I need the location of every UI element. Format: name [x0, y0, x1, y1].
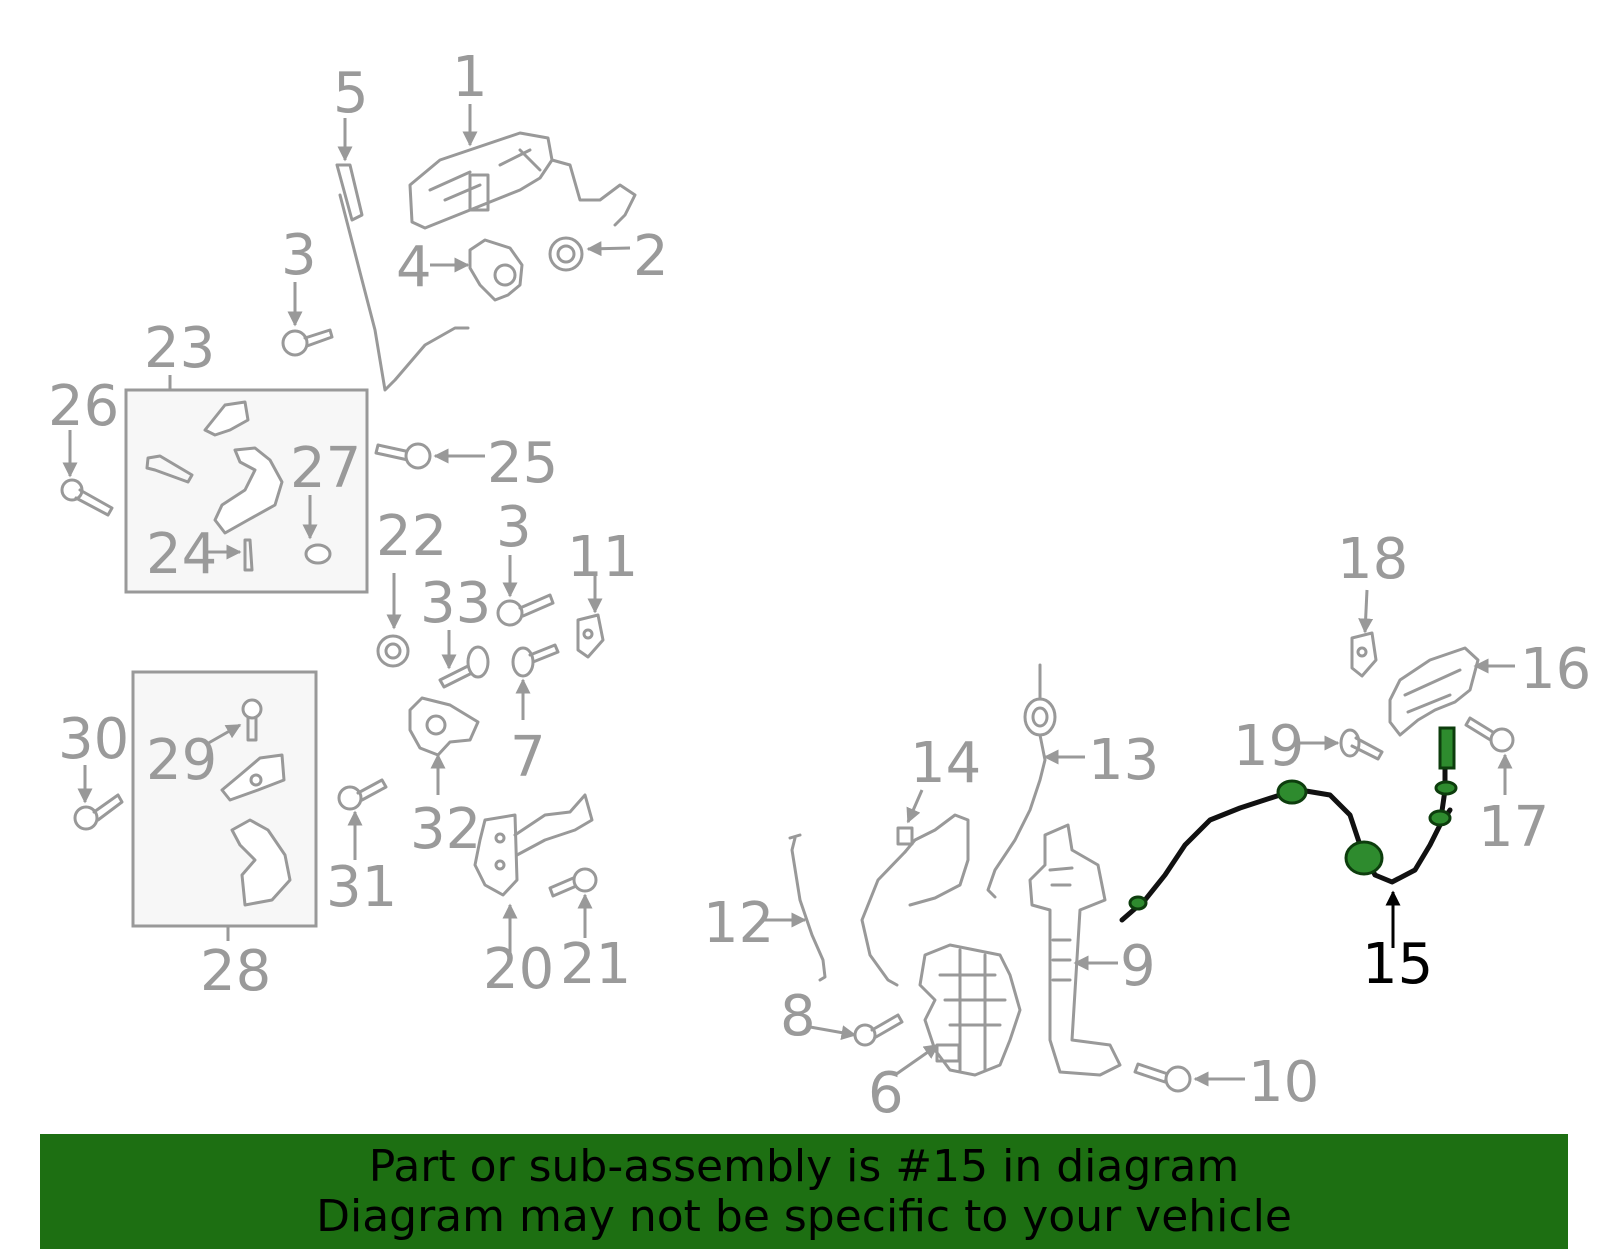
- part-1-handle-bracket[interactable]: [408, 131, 637, 230]
- part-2-nut[interactable]: [548, 236, 584, 272]
- part-23-hinge-assembly[interactable]: [145, 400, 332, 572]
- callout-25: 25: [487, 431, 558, 496]
- part-11-clip[interactable]: [576, 613, 605, 659]
- callout-22: 22: [376, 504, 447, 569]
- cable-fitting-5: [1434, 780, 1458, 796]
- callout-20: 20: [483, 937, 554, 1002]
- callout-13: 13: [1088, 728, 1159, 793]
- part-17-bolt[interactable]: [1464, 716, 1515, 753]
- callout-3-upper: 3: [281, 223, 317, 288]
- callout-16: 16: [1520, 637, 1591, 702]
- part-6-latch[interactable]: [918, 943, 1022, 1077]
- callout-14: 14: [910, 731, 981, 796]
- part-16-inside-handle[interactable]: [1388, 646, 1480, 737]
- part-15-release-cable[interactable]: [1119, 726, 1458, 923]
- cable-end-fitting: [1438, 726, 1456, 770]
- callout-31: 31: [326, 855, 397, 920]
- part-32-stop[interactable]: [408, 696, 480, 757]
- banner-line-2: Diagram may not be specific to your vehi…: [316, 1190, 1292, 1242]
- callout-15: 15: [1362, 932, 1433, 997]
- callout-33: 33: [420, 571, 491, 636]
- assembly-box-28: [131, 670, 318, 928]
- callout-21: 21: [560, 932, 631, 997]
- callout-6: 6: [868, 1061, 904, 1126]
- callout-24: 24: [146, 522, 217, 587]
- callout-11: 11: [567, 525, 638, 590]
- part-9-bracket[interactable]: [1028, 823, 1122, 1077]
- part-22-nut[interactable]: [376, 634, 410, 668]
- part-12-rod[interactable]: [788, 833, 827, 982]
- part-25-bolt[interactable]: [374, 442, 432, 470]
- callout-10: 10: [1248, 1050, 1319, 1115]
- part-13-rod[interactable]: [986, 663, 1057, 899]
- callout-30: 30: [58, 707, 129, 772]
- callout-4: 4: [396, 235, 432, 300]
- cable-fitting-1: [1276, 779, 1308, 805]
- callout-7: 7: [510, 725, 546, 790]
- part-20-check-arm[interactable]: [473, 793, 594, 897]
- cable-fitting-3: [1128, 895, 1148, 911]
- part-7-fastener[interactable]: [511, 643, 560, 678]
- part-33-pin[interactable]: [438, 645, 490, 689]
- part-31-bolt[interactable]: [337, 778, 388, 811]
- part-14-cable[interactable]: [860, 813, 970, 987]
- callout-12: 12: [703, 891, 774, 956]
- part-28-hinge-assembly[interactable]: [220, 698, 292, 907]
- callout-19: 19: [1233, 714, 1304, 779]
- info-banner: Part or sub-assembly is #15 in diagram D…: [40, 1134, 1568, 1249]
- part-3-bolt-upper[interactable]: [281, 328, 334, 357]
- part-4-lock-cylinder[interactable]: [468, 238, 524, 302]
- part-19-screw[interactable]: [1339, 728, 1384, 761]
- cable-fitting-2: [1344, 840, 1384, 876]
- callout-26: 26: [48, 374, 119, 439]
- callout-27: 27: [290, 436, 361, 501]
- callout-1: 1: [452, 45, 488, 110]
- callout-9: 9: [1120, 934, 1156, 999]
- callout-23: 23: [144, 316, 215, 381]
- banner-line-1: Part or sub-assembly is #15 in diagram: [368, 1140, 1240, 1192]
- part-3-bolt-lower[interactable]: [496, 593, 555, 627]
- callout-32: 32: [410, 797, 481, 862]
- part-10-bolt[interactable]: [1133, 1062, 1192, 1093]
- callout-5: 5: [333, 61, 369, 126]
- callout-29: 29: [146, 728, 217, 793]
- part-8-screw[interactable]: [853, 1013, 904, 1047]
- callout-2: 2: [633, 224, 669, 289]
- part-5-rod[interactable]: [335, 163, 470, 392]
- part-21-bolt[interactable]: [548, 867, 598, 898]
- callout-8: 8: [780, 984, 816, 1049]
- callout-18: 18: [1337, 527, 1408, 592]
- part-26-bolt[interactable]: [60, 478, 114, 517]
- callout-17: 17: [1478, 795, 1549, 860]
- part-30-bolt[interactable]: [73, 793, 124, 831]
- cable-fitting-4: [1428, 809, 1452, 827]
- callout-28: 28: [200, 939, 271, 1004]
- callout-3-lower: 3: [496, 495, 532, 560]
- part-18-clip[interactable]: [1350, 631, 1378, 678]
